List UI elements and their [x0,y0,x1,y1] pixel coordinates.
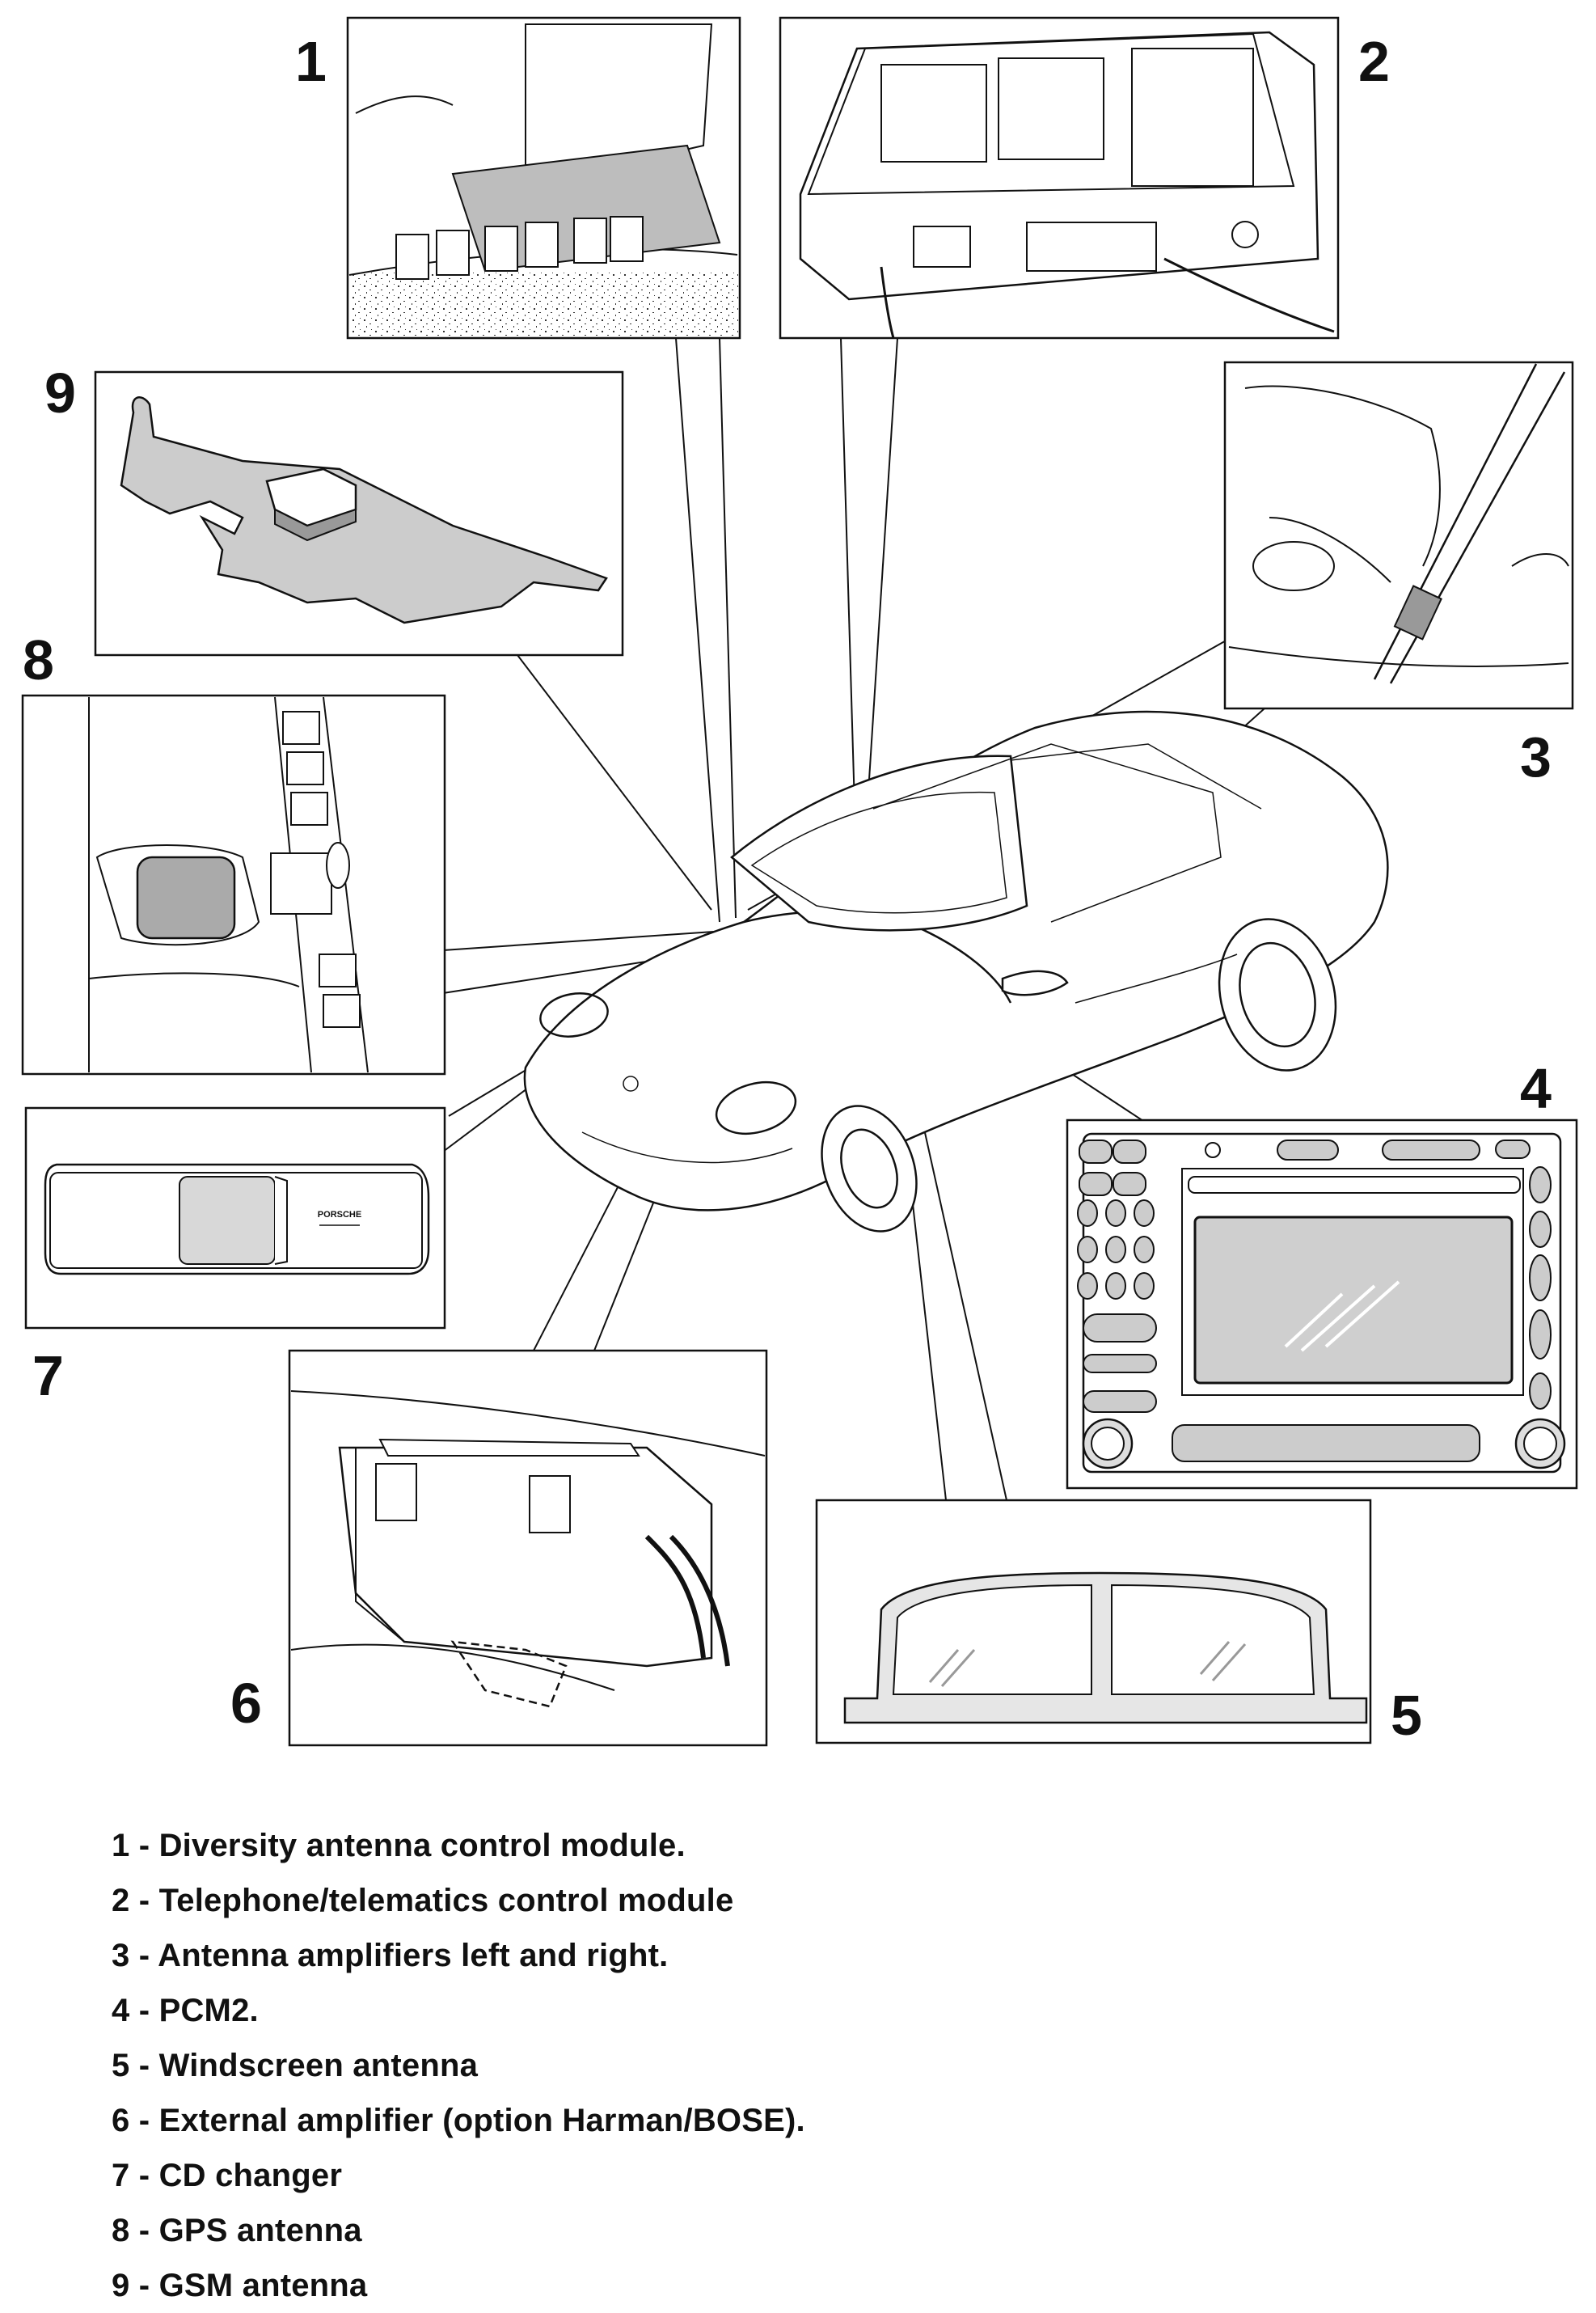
callout-number: 1 [295,30,327,93]
legend-item: 7 - CD changer [112,2158,343,2193]
callout-number: 6 [230,1672,262,1735]
panel-8-gps-antenna [21,694,446,1076]
cd-changer-brand: PORSCHE [318,1210,361,1220]
legend-item: 2 - Telephone/telematics control module [112,1883,734,1918]
panel-2-telematics-module [779,16,1340,340]
legend-item: 1 - Diversity antenna control module. [112,1828,686,1863]
panel-9-gsm-antenna [94,370,624,657]
callout-number: 4 [1520,1057,1552,1120]
callout-number: 8 [23,628,54,691]
panel-4-pcm2 [1066,1118,1578,1490]
legend-item: 8 - GPS antenna [112,2213,362,2248]
car-illustration [523,710,1389,1233]
panel-6-external-amplifier [288,1349,768,1747]
legend-list: 1 - Diversity antenna control module. 2 … [112,1818,805,2313]
callout-number: 2 [1358,30,1390,93]
callout-number: 9 [44,362,76,425]
legend-item: 3 - Antenna amplifiers left and right. [112,1938,669,1973]
legend-item: 6 - External amplifier (option Harman/BO… [112,2103,805,2138]
component-location-diagram: PORSCHE 1 2 3 4 5 6 7 8 [21,16,1578,1747]
callout-number: 7 [32,1344,64,1407]
legend-item: 9 - GSM antenna [112,2268,368,2303]
panel-5-windscreen [815,1499,1372,1744]
panel-1-diversity-module [346,16,741,340]
panel-3-antenna-amplifiers [1223,361,1574,710]
legend-item: 4 - PCM2. [112,1993,259,2028]
legend-item: 5 - Windscreen antenna [112,2048,479,2083]
callout-numbers: 1 2 3 4 5 6 7 8 9 [23,30,1552,1747]
callout-number: 5 [1391,1684,1422,1747]
callout-number: 3 [1520,725,1552,789]
panel-7-cd-changer: PORSCHE [24,1106,446,1330]
